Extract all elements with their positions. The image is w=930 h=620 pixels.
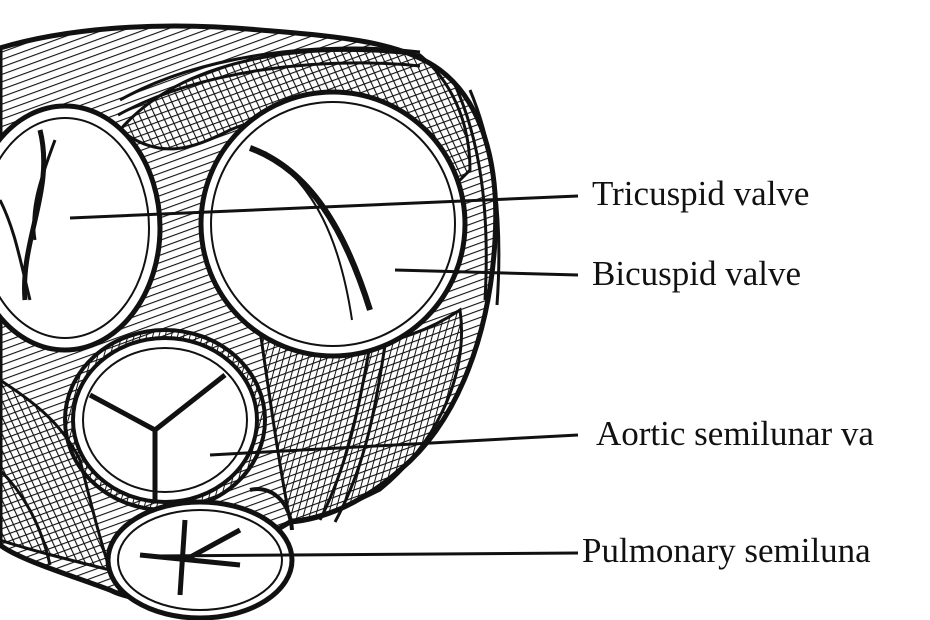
tricuspid-leader-line <box>69 194 579 220</box>
aortic-valve-drawing <box>63 328 267 512</box>
bicuspid-valve-label: Bicuspid valve <box>592 254 801 293</box>
pulmonary-valve-label: Pulmonary semiluna <box>582 531 871 570</box>
aortic-leader-line <box>209 433 579 457</box>
bicuspid-valve-drawing <box>198 89 468 359</box>
aortic-valve-label: Aortic semilunar va <box>596 414 874 453</box>
pulmonary-leader-line <box>154 551 579 558</box>
bicuspid-leader-line <box>394 268 579 277</box>
tricuspid-valve-drawing <box>0 103 163 353</box>
tricuspid-valve-label: Tricuspid valve <box>592 174 809 213</box>
